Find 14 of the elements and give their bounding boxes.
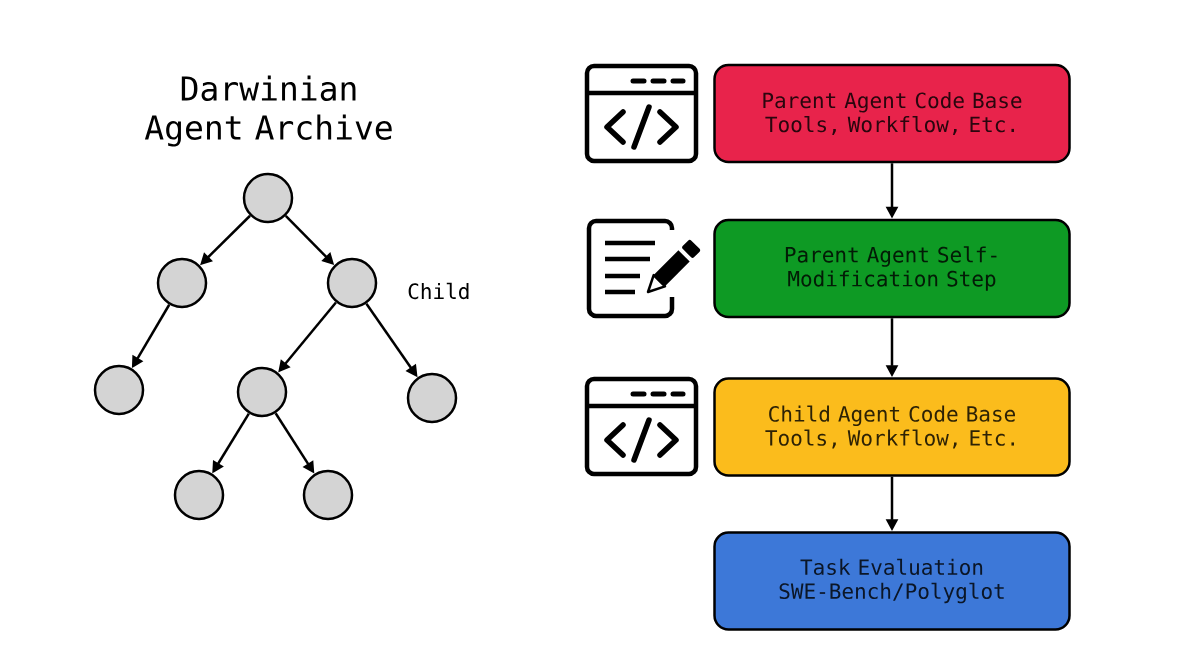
- circle-node: [302, 469, 354, 521]
- circle-node: [406, 372, 458, 424]
- title: Darwinian Agent Archive: [144, 75, 392, 147]
- circle-node: [242, 172, 294, 224]
- circle-node: [236, 366, 288, 418]
- process-box: Parent Agent Self-Modification Step: [713, 218, 1071, 319]
- circle-node: [156, 257, 208, 309]
- circle-node: [93, 364, 145, 416]
- process-box: Child Agent Code Base Tools, Workflow, Etc.: [713, 377, 1071, 477]
- node-label: Child: [408, 282, 469, 300]
- circle-node: [173, 469, 225, 521]
- circle-node: [326, 257, 378, 309]
- process-box: Parent Agent Code Base Tools, Workflow, Etc.: [713, 63, 1071, 164]
- process-box: Task Evaluation SWE-Bench/Polyglot: [713, 531, 1071, 631]
